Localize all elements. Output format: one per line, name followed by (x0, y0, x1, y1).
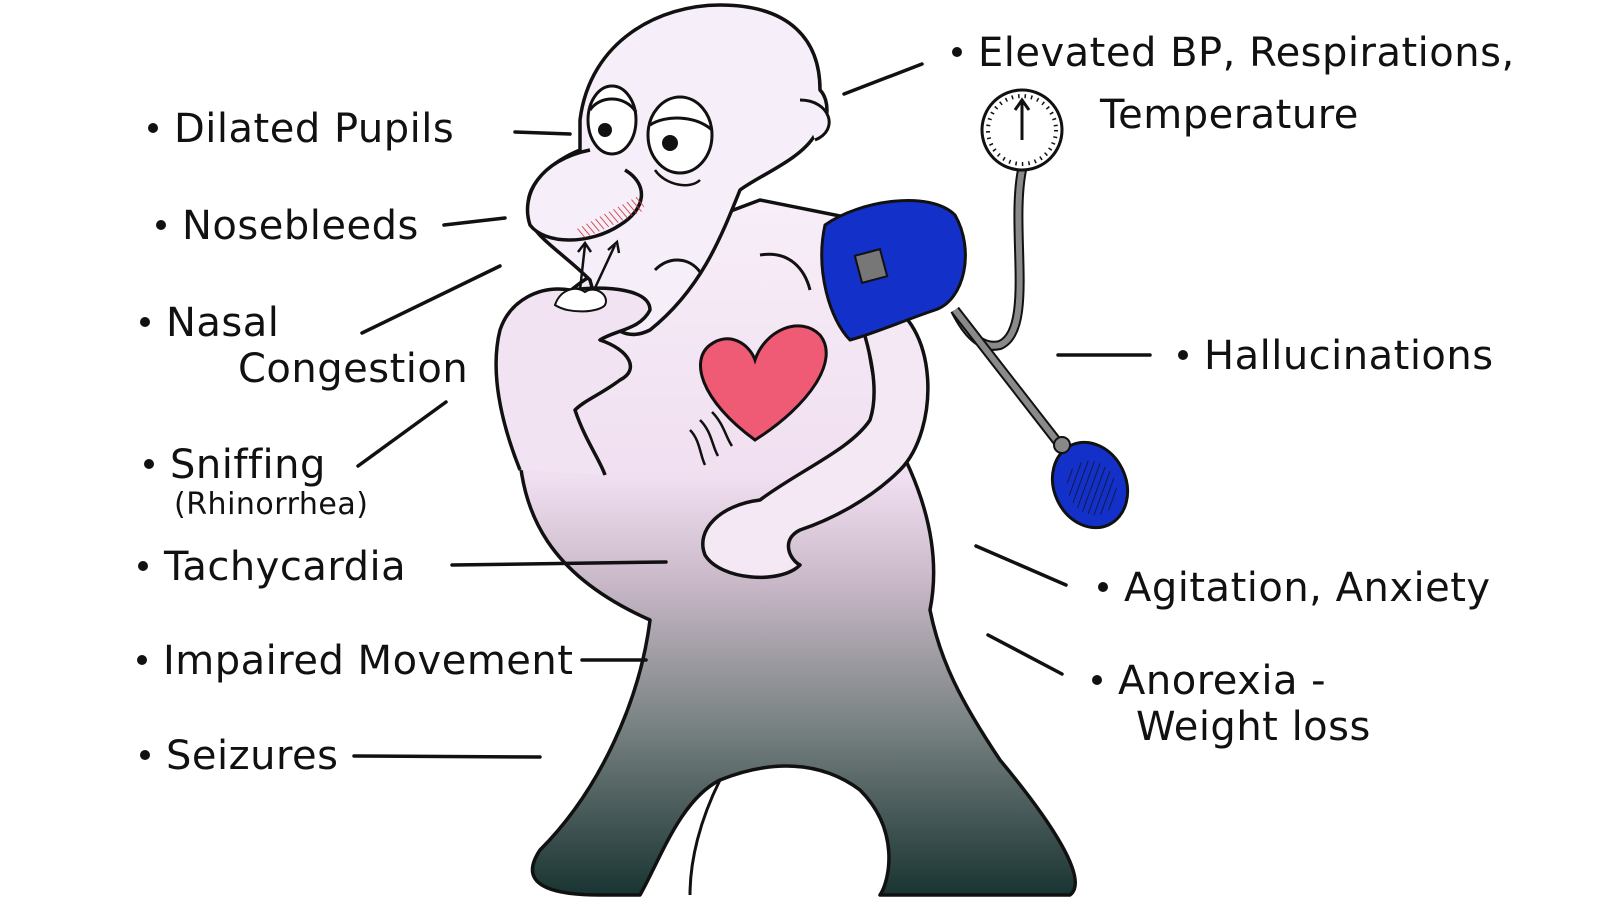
leader-anorexia (986, 633, 1064, 676)
label-text-line1: Nasal (166, 300, 280, 346)
bulb-tube-inner (952, 308, 1063, 447)
bullet-dot (156, 220, 166, 230)
eye-bag (653, 169, 701, 187)
rib-mark-1 (689, 429, 707, 466)
label-agitation: Agitation, Anxiety (1098, 565, 1491, 611)
bullet-dot (140, 317, 150, 327)
leader-vitals (842, 62, 924, 96)
rib-mark-3 (711, 411, 734, 447)
label-impaired-movement: Impaired Movement (137, 638, 573, 684)
leader-nosebleeds (442, 216, 507, 227)
cuff-clip (853, 247, 889, 285)
label-text-line2: Temperature (1100, 92, 1359, 138)
gauge-needle-head (1013, 97, 1031, 111)
label-seizures: Seizures (140, 733, 338, 779)
bullet-dot (148, 123, 158, 133)
leader-agitation (974, 544, 1068, 587)
bullet-dot (1098, 582, 1108, 592)
label-anorexia: Anorexia - Weight loss (1092, 658, 1371, 750)
bullet-dot (138, 561, 148, 571)
right-eyelid (649, 116, 713, 132)
leader-nasal-congestion (360, 264, 502, 335)
left-arm (494, 239, 652, 476)
nosebleed-mark (575, 195, 645, 238)
rib-mark-2 (699, 419, 720, 457)
label-text: Hallucinations (1204, 333, 1494, 379)
right-eye (646, 95, 714, 175)
bullet-dot (144, 459, 154, 469)
sniff-arrow-1-head (577, 240, 593, 253)
left-eye (586, 84, 638, 156)
bullet-dot (137, 655, 147, 665)
label-text: Sniffing (170, 442, 326, 488)
sniff-arrow-2-head (607, 239, 621, 254)
left-arm-outline (494, 286, 652, 476)
head (525, 3, 831, 337)
leader-dilated-pupils (513, 130, 572, 136)
bullet-dot (1092, 675, 1102, 685)
leader-sniffing (356, 400, 448, 468)
label-text: Agitation, Anxiety (1124, 565, 1491, 611)
bullet-dot (140, 750, 150, 760)
ear (799, 98, 831, 142)
label-dilated-pupils: Dilated Pupils (148, 106, 454, 152)
label-hallucinations: Hallucinations (1178, 333, 1494, 379)
inflation-bulb-hatch (1067, 460, 1117, 516)
legs-and-torso (517, 198, 1077, 897)
leader-lines (352, 62, 1152, 759)
label-text-line1: Anorexia - (1118, 658, 1327, 704)
left-eyelid (588, 97, 638, 113)
label-tachycardia: Tachycardia (138, 544, 406, 590)
left-pupil (598, 123, 612, 137)
label-note: (Rhinorrhea) (174, 487, 369, 522)
label-text-line2: Congestion (238, 346, 469, 392)
powder-pile (553, 287, 607, 313)
mouth (653, 258, 702, 273)
label-vitals: Elevated BP, Respirations, Temperature (952, 30, 1515, 138)
label-text: Tachycardia (164, 544, 407, 590)
right-pupil (662, 135, 678, 151)
label-nosebleeds: Nosebleeds (156, 203, 419, 249)
label-sniffing: Sniffing (Rhinorrhea) (144, 442, 368, 522)
bullet-dot (952, 47, 962, 57)
sniff-arrow-1 (578, 244, 587, 291)
leader-seizures (352, 754, 542, 759)
label-text: Seizures (166, 733, 339, 779)
right-arm (701, 298, 930, 579)
blood-pressure-cuff (820, 88, 1130, 530)
cuff-band (820, 199, 967, 342)
label-nasal-congestion: Nasal Congestion (140, 300, 468, 392)
label-text: Dilated Pupils (174, 106, 455, 152)
bullet-dot (1178, 350, 1188, 360)
label-text-line1: Elevated BP, Respirations, (978, 30, 1515, 76)
chest-crease (759, 252, 812, 291)
sniff-arrow-2 (593, 244, 617, 289)
body-figure (517, 198, 1077, 897)
label-text: Nosebleeds (182, 203, 419, 249)
label-text-line2: Weight loss (1136, 704, 1371, 750)
heart-icon (699, 324, 828, 442)
bulb-valve (1053, 436, 1071, 454)
leader-tachycardia (450, 560, 668, 567)
gauge-ticks (986, 94, 1058, 166)
label-text: Impaired Movement (163, 638, 574, 684)
right-arm-outline (701, 298, 930, 579)
leg-inner-line (688, 779, 722, 896)
